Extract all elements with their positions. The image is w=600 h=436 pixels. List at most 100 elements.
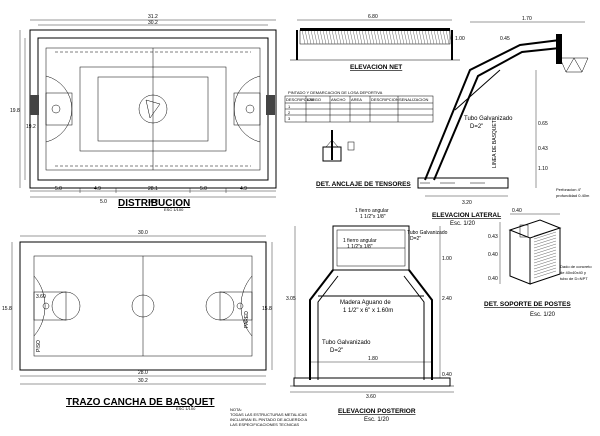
elev-lateral-title: ELEVACION LATERAL bbox=[432, 212, 501, 219]
tubo-galv-post-d: D=2" bbox=[330, 348, 343, 354]
net-mesh-strand bbox=[397, 29, 402, 45]
trazo-dim-bottom: 28.0 bbox=[138, 370, 148, 376]
net-mesh-strand bbox=[313, 29, 318, 45]
fierro-angular-1: 1 fierro angular bbox=[355, 208, 389, 214]
table-header-2: LARGO bbox=[307, 97, 321, 102]
net-mesh-strand bbox=[436, 29, 441, 45]
tubo-galv-post-top: Tubo Galvanizado bbox=[407, 230, 448, 236]
distribucion-plan: 31.2 30.2 19.8 19.2 28.1 30.0 5.0 4.9 5.… bbox=[10, 14, 277, 212]
net-mesh-strand bbox=[325, 29, 330, 45]
net-mesh-strand bbox=[322, 29, 327, 45]
elev-posterior-scale: Esc. 1/20 bbox=[364, 417, 390, 423]
net-mesh-strand bbox=[343, 29, 348, 45]
sop-dim-a: 0.40 bbox=[512, 208, 522, 214]
soporte-hatch-line bbox=[533, 234, 557, 243]
tubo-galv-lat-label: Tubo Galvanizado bbox=[464, 116, 513, 122]
net-mesh-strand bbox=[409, 29, 414, 45]
net-mesh-strand bbox=[415, 29, 420, 45]
trazo-dim-r: 3.60 bbox=[36, 294, 46, 300]
table-header-1: DESCRIPCION bbox=[286, 97, 314, 102]
nota-line-3: LAS ESPECIFICACIONES TECNICAS bbox=[230, 422, 299, 427]
lat-dim-d: 0.45 bbox=[500, 36, 510, 42]
net-mesh-strand bbox=[418, 29, 423, 45]
soporte-hatch-line bbox=[533, 255, 557, 264]
lat-dim-a: 0.65 bbox=[538, 121, 548, 127]
net-mesh-strand bbox=[373, 29, 378, 45]
trazo-plan: 30.0 28.0 30.2 15.8 15.8 3.60 PISO PARED… bbox=[2, 230, 273, 411]
dist-dim-b5: 5.0 bbox=[100, 199, 107, 205]
sop-dim-d: 0.40 bbox=[488, 276, 498, 282]
trazo-dim-top: 30.0 bbox=[138, 230, 148, 236]
net-mesh-strand bbox=[319, 29, 324, 45]
net-mesh-strand bbox=[433, 29, 438, 45]
lat-dim-b: 0.43 bbox=[538, 146, 548, 152]
fierro-angular-1b: 1 1/2"x 1/8" bbox=[360, 214, 386, 220]
soporte-hatch-line bbox=[533, 243, 557, 252]
trazo-dim-bottom2: 30.2 bbox=[138, 378, 148, 384]
post-dim-w: 1.80 bbox=[368, 356, 378, 362]
elevacion-lateral: 1.70 3.20 0.65 0.43 1.10 0.45 Tubo Galva… bbox=[417, 16, 589, 227]
elev-lateral-scale: Esc. 1/20 bbox=[450, 221, 476, 227]
net-mesh-strand bbox=[424, 29, 429, 45]
det-soporte: 0.40 0.43 0.40 0.40 Perforacion 4" profu… bbox=[484, 187, 592, 318]
nota-title: NOTA: bbox=[230, 407, 242, 412]
net-mesh-strand bbox=[370, 29, 375, 45]
dist-dim-top: 31.2 bbox=[148, 14, 158, 20]
net-mesh-strand bbox=[421, 29, 426, 45]
lat-dim-w: 3.20 bbox=[462, 200, 472, 206]
tubo-galv-lat-d: D=2" bbox=[470, 124, 483, 130]
dado-label-b: de 40x40x40 y bbox=[560, 270, 586, 275]
madera-aguano: Madera Aguano de bbox=[340, 300, 391, 306]
net-mesh-strand bbox=[394, 29, 399, 45]
table-header-4: AREA bbox=[351, 97, 362, 102]
soporte-hatch-line bbox=[533, 246, 557, 255]
perforacion-label: Perforacion 4" bbox=[556, 187, 582, 192]
distribucion-scale: ESC 1/100 bbox=[164, 207, 184, 212]
table-header-6: SENALIZACION bbox=[399, 97, 428, 102]
net-mesh-strand bbox=[391, 29, 396, 45]
net-mesh-strand bbox=[403, 29, 408, 45]
net-mesh-strand bbox=[340, 29, 345, 45]
linea-basquet-label: LINEA DE BASQUET bbox=[492, 120, 498, 168]
net-mesh-strand bbox=[445, 29, 450, 45]
soporte-hatch-line bbox=[533, 228, 557, 237]
nota-line-2: INCLUIRAN EL PINTADO DE ACUERDO A bbox=[230, 417, 307, 422]
net-mesh-strand bbox=[385, 29, 390, 45]
lat-dim-c: 1.10 bbox=[538, 166, 548, 172]
soporte-hatch-line bbox=[533, 261, 557, 270]
net-mesh-strand bbox=[367, 29, 372, 45]
net-mesh-strand bbox=[430, 29, 435, 45]
net-dim-len: 6.80 bbox=[368, 14, 378, 20]
det-anclaje-title: DET. ANCLAJE DE TENSORES bbox=[316, 181, 411, 188]
soporte-hatch-line bbox=[533, 249, 557, 258]
tubo-galv-post: Tubo Galvanizado bbox=[322, 340, 371, 346]
net-mesh-strand bbox=[382, 29, 387, 45]
net-mesh-strand bbox=[349, 29, 354, 45]
fierro-angular-2b: 1 1/2"x 1/8" bbox=[347, 244, 373, 250]
trazo-piso-label: PISO bbox=[36, 340, 42, 352]
post-dim-bw: 3.60 bbox=[366, 394, 376, 400]
table-row-3: 3 bbox=[288, 116, 291, 121]
table-title: PINTADO Y DEMARCACION DE LOSA DEPORTIVA bbox=[288, 90, 383, 95]
sop-dim-b: 0.43 bbox=[488, 234, 498, 240]
soporte-hatch-line bbox=[533, 252, 557, 261]
net-mesh-strand bbox=[301, 29, 306, 45]
elevacion-posterior: 1.80 3.05 2.40 1.00 0.40 3.60 1 fierro a… bbox=[286, 208, 454, 423]
net-mesh-strand bbox=[355, 29, 360, 45]
dist-dim-top2: 30.2 bbox=[148, 20, 158, 26]
net-mesh-strand bbox=[361, 29, 366, 45]
dist-dim-b2: 4.9 bbox=[94, 186, 101, 192]
net-mesh-strand bbox=[331, 29, 336, 45]
table-row-1: 1 bbox=[288, 104, 291, 109]
elevacion-net: 6.80 1.00 ELEVACION NET bbox=[290, 14, 465, 71]
dist-dim-bottom: 28.1 bbox=[148, 186, 158, 192]
dist-dim-b3: 5.0 bbox=[200, 186, 207, 192]
trazo-title: TRAZO CANCHA DE BASQUET bbox=[66, 397, 215, 408]
net-mesh-strand bbox=[439, 29, 444, 45]
det-soporte-title: DET. SOPORTE DE POSTES bbox=[484, 301, 571, 308]
dado-label-c: tubo de D=NPT bbox=[560, 276, 588, 281]
net-mesh-strand bbox=[358, 29, 363, 45]
post-dim-b: 1.00 bbox=[442, 256, 452, 262]
soporte-hatch-line bbox=[533, 270, 557, 279]
post-dim-h2: 2.40 bbox=[442, 296, 452, 302]
